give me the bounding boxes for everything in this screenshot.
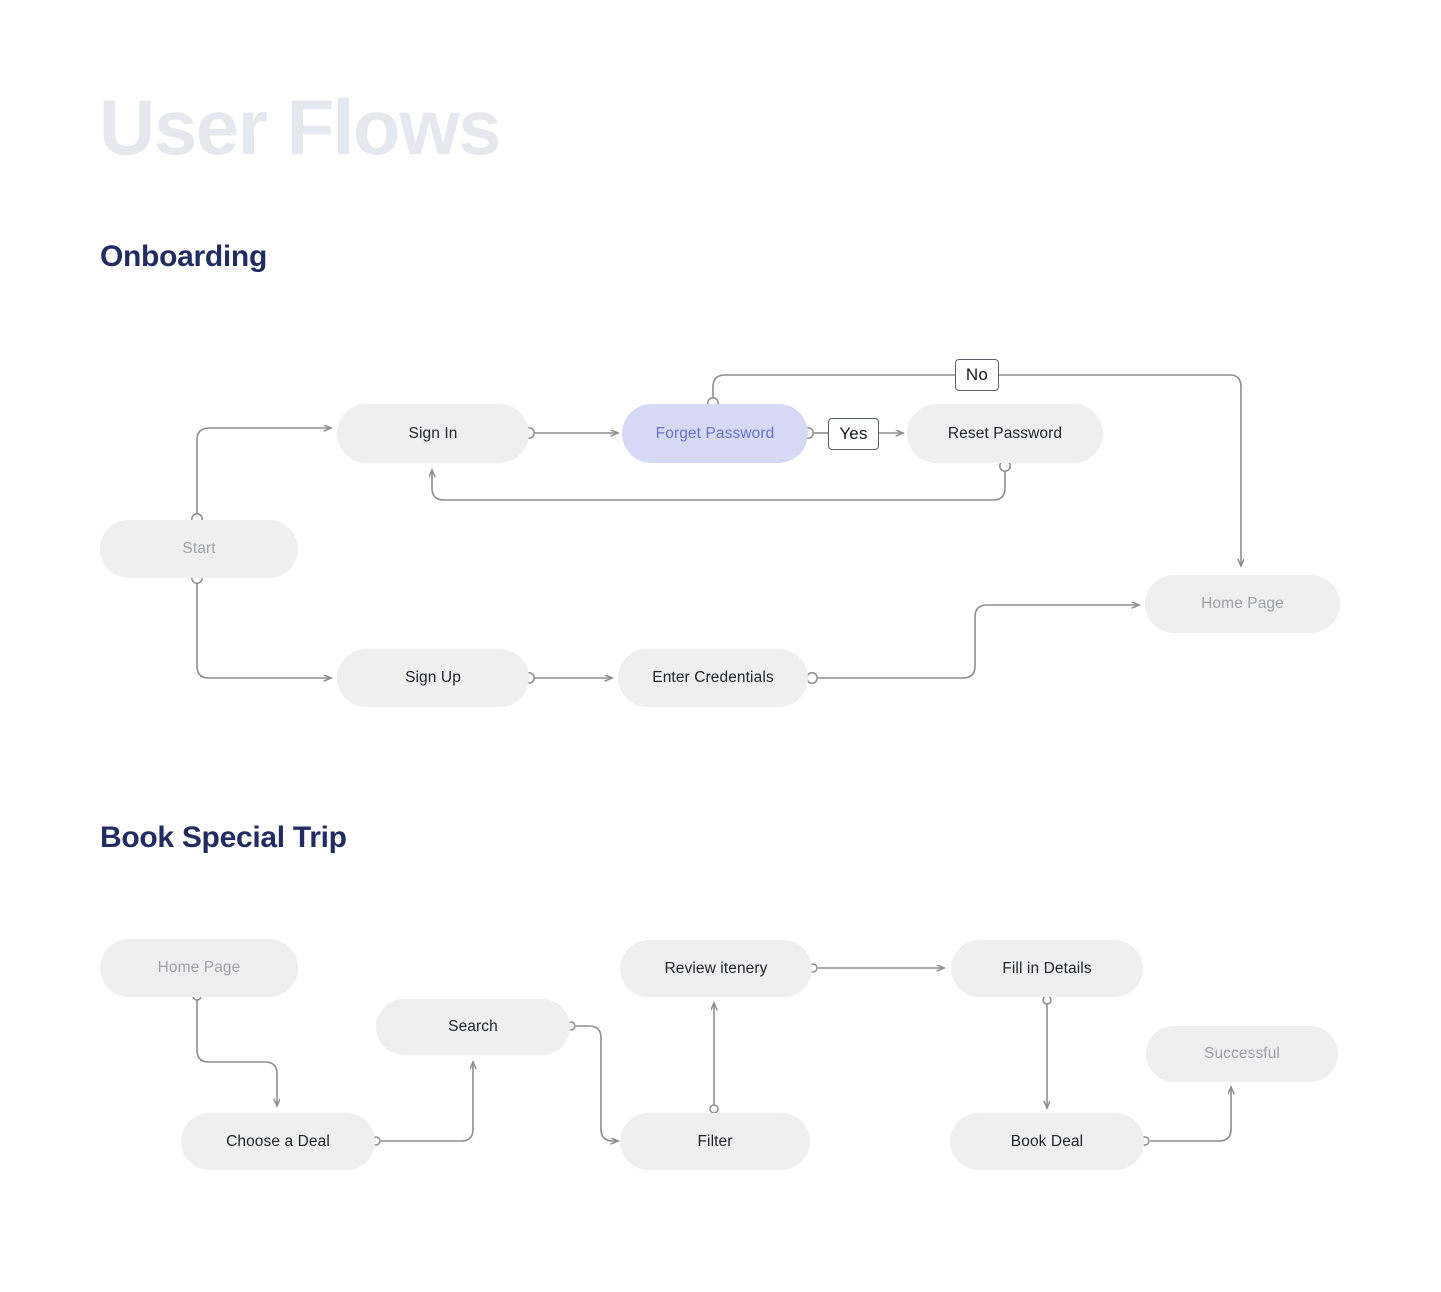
edge-choose-a-deal-to-search xyxy=(381,1062,473,1142)
decision-chip-no[interactable]: No xyxy=(955,359,999,391)
edge-enter-credentials-to-home-page xyxy=(818,605,1139,679)
section-title-onboarding: Onboarding xyxy=(100,240,267,273)
edge-start-to-sign-in xyxy=(196,428,331,519)
edge-search-to-filter xyxy=(576,1025,618,1141)
node-search[interactable]: Search xyxy=(376,999,570,1055)
page-title: User Flows xyxy=(99,83,502,171)
node-filter[interactable]: Filter xyxy=(620,1113,810,1170)
edge-forget-password-to-no xyxy=(712,374,955,403)
node-start[interactable]: Start xyxy=(100,520,298,578)
edge-dot-enter-credentials-right xyxy=(806,672,818,684)
edge-start-to-sign-up xyxy=(196,584,331,678)
node-book-deal[interactable]: Book Deal xyxy=(950,1113,1144,1170)
node-review-itenery[interactable]: Review itenery xyxy=(620,940,812,997)
edge-reset-password-to-sign-in xyxy=(432,470,1006,501)
node-fill-in-details[interactable]: Fill in Details xyxy=(951,940,1143,997)
edge-home-page-to-choose-a-deal xyxy=(196,1000,277,1106)
node-sign-in[interactable]: Sign In xyxy=(337,404,529,463)
node-sign-up[interactable]: Sign Up xyxy=(337,649,529,707)
node-choose-a-deal[interactable]: Choose a Deal xyxy=(181,1113,375,1170)
decision-chip-yes[interactable]: Yes xyxy=(828,418,879,450)
edge-dot-fill-in-details-bottom xyxy=(1042,995,1052,1005)
node-reset-password[interactable]: Reset Password xyxy=(907,404,1103,463)
node-forget-password[interactable]: Forget Password xyxy=(622,404,808,463)
node-enter-credentials[interactable]: Enter Credentials xyxy=(618,649,808,707)
node-home-page-2[interactable]: Home Page xyxy=(100,939,298,997)
node-successful[interactable]: Successful xyxy=(1146,1026,1338,1082)
edge-dot-filter-top xyxy=(709,1104,719,1114)
section-title-book-special-trip: Book Special Trip xyxy=(100,821,347,854)
node-home-page[interactable]: Home Page xyxy=(1145,575,1340,633)
edge-book-deal-to-successful xyxy=(1150,1087,1231,1142)
